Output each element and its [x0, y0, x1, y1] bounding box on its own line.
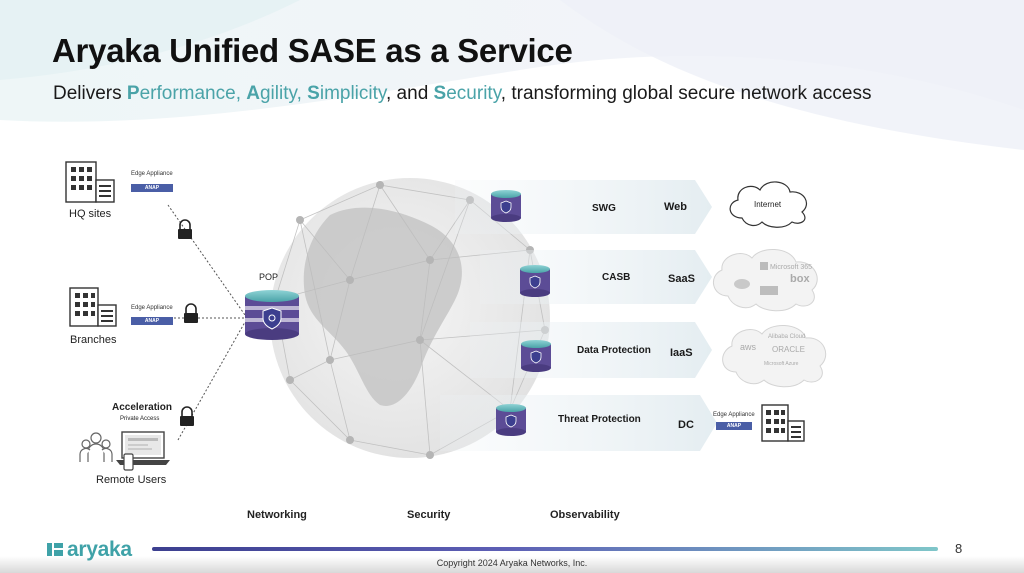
- acceleration-label: Acceleration: [112, 402, 173, 413]
- hq-sites-label: HQ sites: [69, 208, 112, 220]
- cloud-icon: Microsoft 365 box: [713, 249, 818, 312]
- remote-users-label: Remote Users: [96, 474, 167, 486]
- service-threat-protection-label: Threat Protection: [558, 414, 641, 425]
- subtitle-performance: Performance,: [127, 83, 246, 104]
- cloud-icon: [729, 181, 807, 228]
- subtitle-p2-rest: gility,: [259, 83, 308, 104]
- branches-label: Branches: [70, 334, 117, 346]
- svg-text:Alibaba Cloud: Alibaba Cloud: [768, 334, 805, 340]
- branches-edge-appliance-label: Edge Appliance: [131, 305, 173, 311]
- private-access-label: Private Access: [120, 416, 160, 422]
- page-number: 8: [955, 541, 963, 556]
- pillar-networking: Networking: [247, 509, 307, 521]
- destination-saas-label: SaaS: [668, 273, 695, 285]
- subtitle-p4-rest: ecurity: [446, 83, 501, 104]
- phone-icon: [123, 453, 134, 471]
- svg-text:ORACLE: ORACLE: [772, 345, 805, 354]
- pop-label: POP: [259, 272, 279, 282]
- dc-anap-badge: ANAP: [716, 422, 752, 430]
- database-shield-icon: [245, 290, 299, 340]
- subtitle-p1-letter: P: [126, 83, 140, 104]
- subtitle-p4-letter: S: [433, 83, 447, 104]
- svg-text:Microsoft Azure: Microsoft Azure: [764, 361, 799, 367]
- subtitle-security: Security: [434, 83, 501, 104]
- dc-edge-appliance-label: Edge Appliance: [713, 412, 755, 418]
- subtitle-prefix: Delivers: [53, 83, 127, 104]
- subtitle-p2-letter: A: [246, 83, 260, 104]
- footer-divider-bar: [152, 547, 938, 551]
- building-icon: [69, 287, 117, 327]
- database-shield-icon: [496, 404, 526, 436]
- service-swg-label: SWG: [592, 203, 616, 214]
- subtitle-p3-letter: S: [307, 83, 320, 104]
- destination-web-label: Web: [664, 201, 688, 213]
- lock-icon: [184, 303, 198, 323]
- svg-text:Microsoft 365: Microsoft 365: [770, 264, 812, 271]
- database-shield-icon: [491, 190, 521, 222]
- slide-subtitle: Delivers Performance, Agility, Simplicit…: [53, 83, 871, 105]
- subtitle-p1-rest: erformance,: [139, 83, 247, 104]
- subtitle-suffix: , transforming global secure network acc…: [500, 83, 872, 104]
- pillar-observability: Observability: [550, 509, 620, 521]
- pillar-security: Security: [407, 509, 451, 521]
- service-casb-label: CASB: [602, 272, 631, 283]
- slide-title: Aryaka Unified SASE as a Service: [52, 32, 573, 69]
- bottom-strip: [0, 556, 1024, 573]
- database-shield-icon: [521, 340, 551, 372]
- subtitle-p3-rest: implicity: [319, 83, 386, 104]
- svg-text:aws: aws: [740, 342, 757, 352]
- subtitle-agility: Agility,: [246, 83, 307, 104]
- destination-dc-label: DC: [678, 419, 694, 431]
- svg-text:box: box: [790, 273, 810, 285]
- subtitle-middle: , and: [386, 83, 434, 104]
- lock-icon: [178, 219, 192, 239]
- footer-logo: aryaka: [67, 538, 132, 561]
- branches-anap-badge: ANAP: [131, 317, 173, 325]
- internet-label: Internet: [754, 200, 782, 209]
- building-icon: [65, 161, 115, 203]
- hq-anap-badge: ANAP: [131, 184, 173, 192]
- connection-lines: [167, 204, 246, 441]
- subtitle-simplicity: Simplicity: [307, 83, 386, 104]
- building-icon: [761, 404, 805, 442]
- service-data-protection-label: Data Protection: [577, 345, 651, 356]
- database-shield-icon: [520, 265, 550, 297]
- hq-edge-appliance-label: Edge Appliance: [131, 171, 173, 177]
- users-icon: [79, 432, 113, 462]
- copyright-text: Copyright 2024 Aryaka Networks, Inc.: [436, 558, 588, 568]
- destination-iaas-label: IaaS: [670, 347, 693, 359]
- cloud-icon: aws Alibaba Cloud ORACLE Microsoft Azure: [722, 325, 827, 388]
- lock-icon: [180, 406, 194, 426]
